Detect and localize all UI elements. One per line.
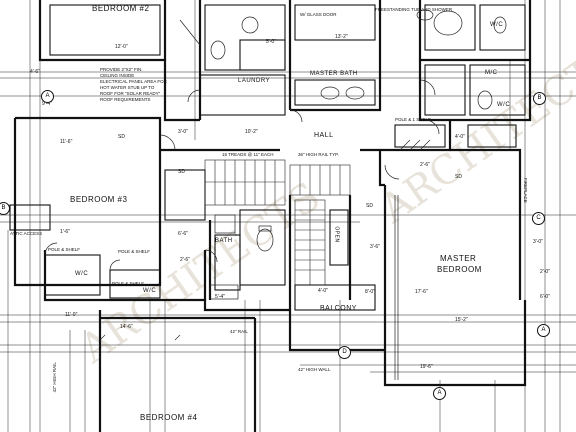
note-line-2: CEILING INSIDE (100, 73, 135, 78)
glass-note: W/ GLASS DOOR (300, 12, 337, 17)
dim-14: 6'-0" (540, 294, 550, 300)
smoke-detector-1: SD (118, 134, 125, 140)
room-bedroom-2: BEDROOM #2 (92, 4, 150, 13)
grid-marker-a-1: A (41, 90, 54, 103)
room-bedroom-4: BEDROOM #4 (140, 413, 198, 422)
room-balcony: BALCONY (320, 305, 357, 312)
grid-marker-a-2: A (537, 324, 550, 337)
dim-10: 17'-6" (415, 289, 428, 295)
note-line-4: HOT WATER STUB UP TO (100, 85, 155, 90)
grid-marker-b-1: B (0, 202, 10, 215)
room-wic-4: W/C (497, 102, 511, 108)
stair-treads (204, 159, 351, 286)
shelf-note-4: POLE & 1 SHELF (395, 117, 431, 122)
dim-8: 2'-6" (420, 162, 430, 168)
shelf-note-3: POLE & SHELF (112, 281, 145, 286)
dim-20: 11'-0" (65, 312, 78, 318)
note-line-6: ROOF REQUIREMENTS (100, 97, 151, 102)
dim-7: 5'-0" (266, 39, 276, 45)
smoke-detector-4: SD (455, 174, 462, 180)
dim-12: 3'-6" (370, 244, 380, 250)
room-hall: HALL (314, 132, 334, 139)
note-line-5: ROOF FOR "SOLAR READY" (100, 91, 161, 96)
dim-3: 4'-6" (30, 69, 40, 75)
grid-marker-a-3: A (433, 387, 446, 400)
room-bath: BATH (215, 238, 233, 244)
shower-note: FREESTANDING TUB AND SHOWER (375, 7, 453, 12)
dim-6: 10'-2" (245, 129, 258, 135)
room-laundry: LAUNDRY (238, 78, 271, 84)
room-mbr-closet: M/C (485, 70, 498, 76)
stair-note: 15 TREADS @ 11" EACH (222, 152, 274, 157)
grid-marker-b-2: B (533, 92, 546, 105)
balcony-rail-note: 42" HIGH RAIL (51, 362, 57, 393)
room-master-bath: MASTER BATH (310, 71, 358, 77)
grid-marker-d-1: D (338, 346, 351, 359)
dim-18: 14'-6" (120, 324, 133, 330)
dim-21: 6'-6" (178, 231, 188, 237)
room-wic-2: W/C (143, 288, 157, 294)
dim-13: 8'-0" (365, 289, 375, 295)
hatch-marks (99, 139, 431, 341)
rail-note-1: 42" RAIL (230, 329, 248, 334)
shelf-note-1: POLE & SHELF (48, 247, 81, 252)
dim-2: 11'-6" (60, 139, 73, 145)
smoke-detector-3: SD (366, 203, 373, 209)
dim-17: 2'-0" (540, 269, 550, 275)
rail-note: 36" HIGH RAIL TYP. (298, 152, 339, 157)
room-master-bedroom-line-1: MASTER (440, 254, 477, 263)
dim-25: 3'-0" (533, 239, 543, 245)
note-line-1: PROVIDE 2"X2" FIN. (100, 67, 143, 72)
attic-note: ATTIC ACCESS (10, 231, 43, 236)
door-swings (44, 19, 440, 380)
dim-16: 5'-4" (215, 294, 225, 300)
dim-23: 4'-0" (318, 288, 328, 294)
plumbing-fixtures (209, 9, 507, 300)
dim-11: 4'-0" (455, 134, 465, 140)
grid-marker-c-1: C (532, 212, 545, 225)
shelf-note-2: POLE & SHELF (118, 249, 151, 254)
dim-5: 3'-0" (178, 129, 188, 135)
note-line-3: ELECTRICAL PANEL AREA FOR (100, 79, 167, 84)
dim-1: 12'-0" (115, 44, 128, 50)
room-master-bedroom-line-2: BEDROOM (437, 265, 482, 274)
smoke-detector-2: SD (178, 169, 185, 175)
dim-19: 1'-6" (60, 229, 70, 235)
fireplace-note: FIREPLACE (522, 177, 528, 203)
room-open: OPEN (333, 226, 340, 243)
room-wic-1: W/C (75, 271, 89, 277)
dim-9: 13'-2" (335, 34, 348, 40)
room-bedroom-3: BEDROOM #3 (70, 195, 128, 204)
dim-15: 15'-2" (455, 317, 468, 323)
dim-22: 2'-6" (180, 257, 190, 263)
wall-note: 42" HIGH WALL (298, 367, 331, 372)
room-wic-3: W/C (490, 22, 504, 28)
dim-4: 9'-4" (42, 101, 52, 107)
dim-24: 19'-6" (420, 364, 433, 370)
